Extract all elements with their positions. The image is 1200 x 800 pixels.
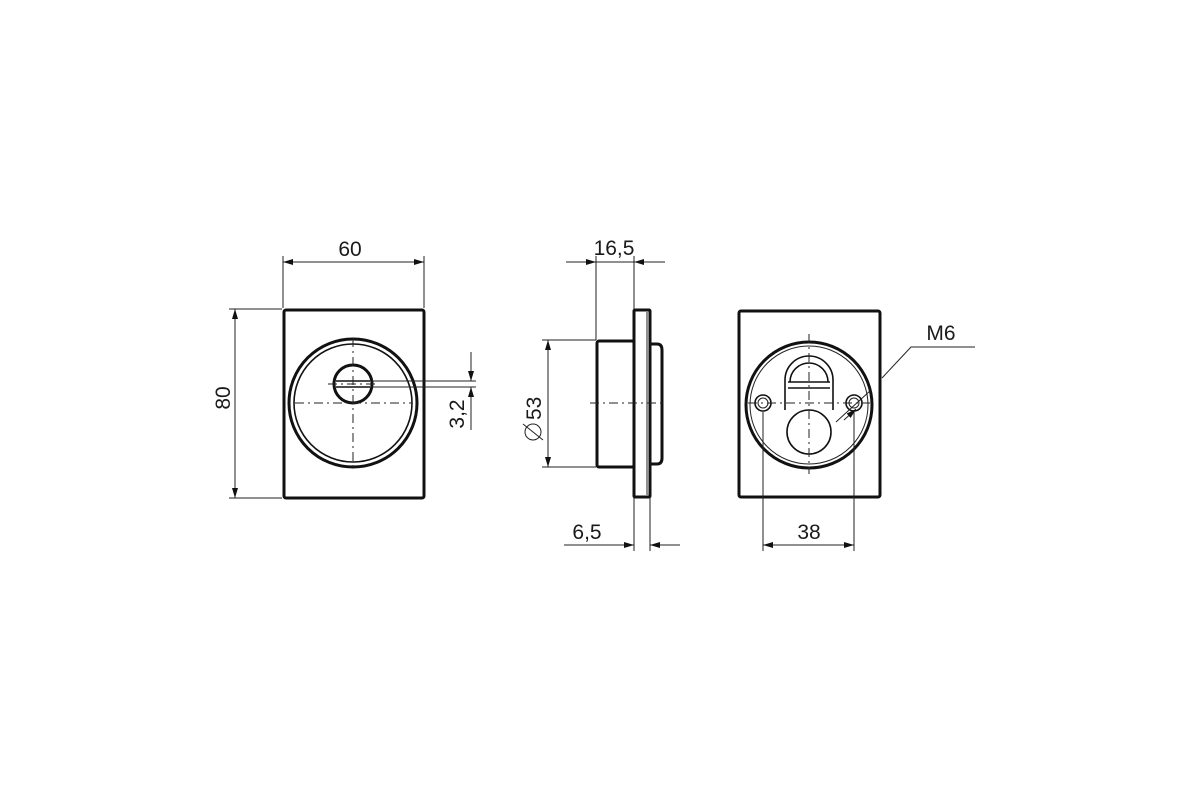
side-view: 16,5 53 6,5: [522, 237, 680, 551]
flange-dimension-label: 6,5: [572, 521, 601, 544]
depth-dimension-label: 16,5: [594, 237, 635, 260]
thread-label: M6: [926, 322, 955, 345]
slot-offset-dimension-label: 3,2: [446, 399, 469, 428]
front-view: 60 80 3,2: [212, 238, 476, 500]
hole-spacing-dimension-label: 38: [797, 521, 820, 544]
height-dimension-label: 80: [212, 386, 235, 409]
rear-view: 38 M6: [737, 309, 975, 551]
diameter-dimension-label: 53: [523, 397, 546, 420]
width-dimension-label: 60: [338, 238, 361, 261]
